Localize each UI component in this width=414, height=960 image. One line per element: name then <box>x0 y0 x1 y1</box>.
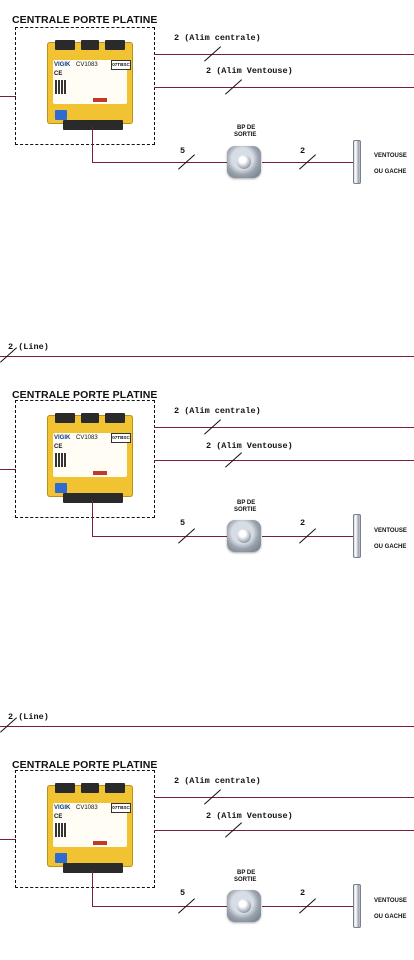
label-lock-count: 2 <box>300 146 306 156</box>
wire-bp-left <box>92 536 228 538</box>
label-lock-count: 2 <box>300 518 306 528</box>
label-line: 2 (Line) <box>8 712 49 722</box>
label-bp-de: BP DE <box>237 500 256 506</box>
wire-left-stub <box>0 469 16 471</box>
block-title: CENTRALE PORTE PLATINE <box>12 759 158 771</box>
wiring-block-3: 2 (Line) CENTRALE PORTE PLATINE VIGIK CV… <box>0 700 414 960</box>
centrale-box <box>15 770 155 888</box>
terminal-block <box>63 863 123 873</box>
wire-lock <box>262 906 354 908</box>
qr-code-icon <box>55 453 67 467</box>
wire-alim-centrale <box>154 797 414 799</box>
blue-terminal <box>55 110 67 120</box>
vigik-central-device: VIGIK CV1083 CE 07TBSC <box>47 413 133 503</box>
terminal-block <box>55 413 75 423</box>
terminal-block <box>63 120 123 130</box>
centrale-box <box>15 400 155 518</box>
label-sortie: SORTIE <box>234 877 257 883</box>
wiring-block-2: 2 (Line) CENTRALE PORTE PLATINE VIGIK CV… <box>0 330 414 590</box>
ce-mark: CE <box>54 71 63 77</box>
label-ou-gache: OU GACHE <box>374 544 407 550</box>
label-alim-ventouse: 2 (Alim Ventouse) <box>206 66 293 76</box>
wire-alim-ventouse <box>154 460 414 462</box>
label-alim-ventouse: 2 (Alim Ventouse) <box>206 441 293 451</box>
wire-alim-ventouse <box>154 830 414 832</box>
terminal-block <box>105 783 125 793</box>
label-alim-ventouse: 2 (Alim Ventouse) <box>206 811 293 821</box>
label-line: 2 (Line) <box>8 342 49 352</box>
magnetic-lock-icon <box>353 884 361 928</box>
exit-button-icon <box>227 890 261 922</box>
device-badge: 07TBSC <box>111 803 131 813</box>
ce-mark: CE <box>54 444 63 450</box>
magnetic-lock-icon <box>353 514 361 558</box>
label-sortie: SORTIE <box>234 132 257 138</box>
wire-lock <box>262 162 354 164</box>
wire-lock <box>262 536 354 538</box>
label-sortie: SORTIE <box>234 507 257 513</box>
exit-button-icon <box>227 520 261 552</box>
terminal-block <box>81 413 99 423</box>
label-ou-gache: OU GACHE <box>374 914 407 920</box>
label-alim-centrale: 2 (Alim centrale) <box>174 33 261 43</box>
label-ventouse: VENTOUSE <box>374 153 407 159</box>
ce-mark: CE <box>54 814 63 820</box>
device-red-label <box>93 471 107 475</box>
wire-bp-down <box>92 870 94 907</box>
label-ventouse: VENTOUSE <box>374 528 407 534</box>
label-bp-count: 5 <box>180 146 186 156</box>
device-brand: VIGIK <box>54 435 71 441</box>
label-bp-count: 5 <box>180 518 186 528</box>
device-model: CV1083 <box>76 435 98 441</box>
device-red-label <box>93 841 107 845</box>
wire-bp-down <box>92 127 94 163</box>
terminal-block <box>55 783 75 793</box>
device-badge: 07TBSC <box>111 60 131 70</box>
block-title: CENTRALE PORTE PLATINE <box>12 14 158 26</box>
label-alim-centrale: 2 (Alim centrale) <box>174 776 261 786</box>
device-red-label <box>93 98 107 102</box>
wire-alim-centrale <box>154 54 414 56</box>
device-brand: VIGIK <box>54 805 71 811</box>
terminal-block <box>55 40 75 50</box>
wire-alim-ventouse <box>154 87 414 89</box>
device-badge: 07TBSC <box>111 433 131 443</box>
magnetic-lock-icon <box>353 140 361 184</box>
block-title: CENTRALE PORTE PLATINE <box>12 389 158 401</box>
label-alim-centrale: 2 (Alim centrale) <box>174 406 261 416</box>
label-bp-count: 5 <box>180 888 186 898</box>
terminal-block <box>81 40 99 50</box>
wire-bp-down <box>92 500 94 537</box>
label-lock-count: 2 <box>300 888 306 898</box>
blue-terminal <box>55 853 67 863</box>
wire-bp-left <box>92 906 228 908</box>
terminal-block <box>105 413 125 423</box>
wire-line <box>0 356 414 358</box>
device-model: CV1083 <box>76 805 98 811</box>
qr-code-icon <box>55 823 67 837</box>
label-bp-de: BP DE <box>237 870 256 876</box>
centrale-box <box>15 27 155 145</box>
wire-left-stub <box>0 96 16 98</box>
wire-left-stub <box>0 839 16 841</box>
terminal-block <box>63 493 123 503</box>
wire-line <box>0 726 414 728</box>
blue-terminal <box>55 483 67 493</box>
wiring-block-1: CENTRALE PORTE PLATINE VIGIK CV1083 CE 0… <box>0 0 414 260</box>
label-ou-gache: OU GACHE <box>374 169 407 175</box>
device-model: CV1083 <box>76 62 98 68</box>
terminal-block <box>81 783 99 793</box>
label-ventouse: VENTOUSE <box>374 898 407 904</box>
exit-button-icon <box>227 146 261 178</box>
device-brand: VIGIK <box>54 62 71 68</box>
wire-alim-centrale <box>154 427 414 429</box>
terminal-block <box>105 40 125 50</box>
label-bp-de: BP DE <box>237 125 256 131</box>
wire-bp-left <box>92 162 228 164</box>
qr-code-icon <box>55 80 67 94</box>
